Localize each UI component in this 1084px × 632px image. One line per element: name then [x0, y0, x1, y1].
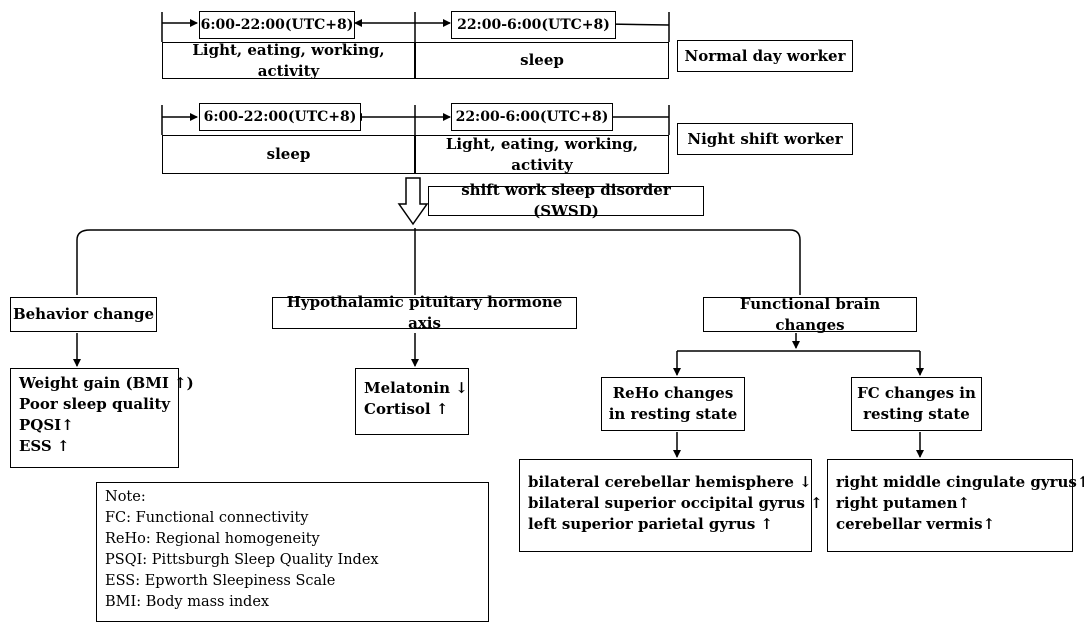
reho-title-line: ReHo changes: [612, 384, 734, 402]
fc-changes-box: FC changes in resting state: [851, 377, 982, 431]
reho-item: left superior parietal gyrus ↑: [528, 515, 774, 533]
night-shift-activity-box: Light, eating, working, activity: [415, 135, 669, 174]
behavior-item: Weight gain (BMI ↑): [19, 374, 194, 392]
reho-item: bilateral superior occipital gyrus ↑: [528, 494, 823, 512]
time-label-night: 22:00-6:00(UTC+8): [451, 11, 616, 39]
time-label-night: 22:00-6:00(UTC+8): [451, 103, 613, 131]
hormone-item: Melatonin ↓: [364, 379, 468, 397]
behavior-item: PQSI↑: [19, 416, 74, 434]
note-title: Note:: [105, 489, 146, 505]
fc-item: right putamen↑: [836, 494, 971, 512]
night-shift-worker-label: Night shift worker: [677, 123, 853, 155]
note-line: ReHo: Regional homogeneity: [105, 531, 320, 547]
fc-item: cerebellar vermis↑: [836, 515, 996, 533]
reho-title-line: in resting state: [608, 405, 738, 423]
normal-night-sleep-box: sleep: [415, 42, 669, 79]
behavior-item: ESS ↑: [19, 437, 70, 455]
note-box: Note: FC: Functional connectivity ReHo: …: [96, 482, 489, 622]
note-line: FC: Functional connectivity: [105, 510, 309, 526]
fc-item: right middle cingulate gyrus↑: [836, 473, 1084, 491]
behavior-item: Poor sleep quality: [19, 395, 171, 413]
time-label-day: 6:00-22:00(UTC+8): [199, 11, 355, 39]
hollow-down-arrow: [397, 177, 429, 226]
hormone-details-box: Melatonin ↓ Cortisol ↑: [355, 368, 469, 435]
fc-details-box: right middle cingulate gyrus↑ right puta…: [827, 459, 1084, 552]
time-label-day: 6:00-22:00(UTC+8): [199, 103, 361, 131]
reho-changes-box: ReHo changes in resting state: [601, 377, 745, 431]
normal-day-activity-box: Light, eating, working, activity: [162, 41, 415, 80]
functional-brain-changes-box: Functional brain changes: [703, 295, 917, 334]
normal-day-worker-label: Normal day worker: [677, 40, 853, 72]
branch-connector: [76, 229, 801, 295]
note-line: ESS: Epworth Sleepiness Scale: [105, 573, 336, 589]
hormone-item: Cortisol ↑: [364, 400, 449, 418]
timeline-arrow: [605, 20, 670, 29]
fc-title-line: resting state: [863, 405, 970, 423]
note-line: BMI: Body mass index: [105, 594, 270, 610]
hormone-axis-box: Hypothalamic pituitary hormone axis: [272, 293, 577, 332]
behavior-change-box: Behavior change: [10, 297, 157, 332]
behavior-details-box: Weight gain (BMI ↑) Poor sleep quality P…: [10, 368, 194, 468]
reho-item: bilateral cerebellar hemisphere ↓: [528, 473, 812, 491]
night-shift-sleep-box: sleep: [162, 135, 415, 174]
fc-title-line: FC changes in: [857, 384, 976, 402]
swsd-box: shift work sleep disorder (SWSD): [428, 181, 704, 220]
reho-details-box: bilateral cerebellar hemisphere ↓ bilate…: [519, 459, 823, 552]
note-line: PSQI: Pittsburgh Sleep Quality Index: [105, 552, 379, 568]
